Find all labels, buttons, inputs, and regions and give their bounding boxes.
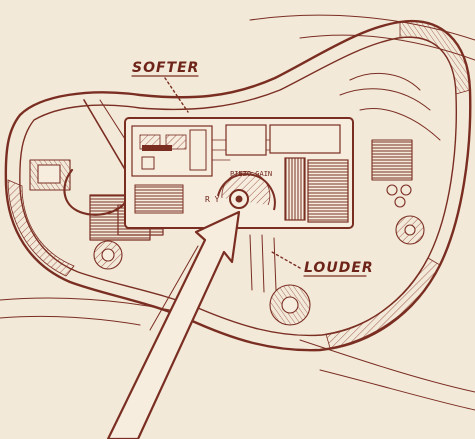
softer-label: SOFTER: [132, 60, 199, 76]
louder-label: LOUDER: [304, 260, 374, 276]
lower-right-components: [249, 72, 441, 326]
callout-lines: [164, 77, 301, 269]
pointer-arrow: [106, 210, 241, 439]
volume-control-wheel: [217, 171, 276, 211]
hearing-aid-shell: [4, 19, 472, 352]
board-mark-text: R Y: [205, 195, 220, 204]
